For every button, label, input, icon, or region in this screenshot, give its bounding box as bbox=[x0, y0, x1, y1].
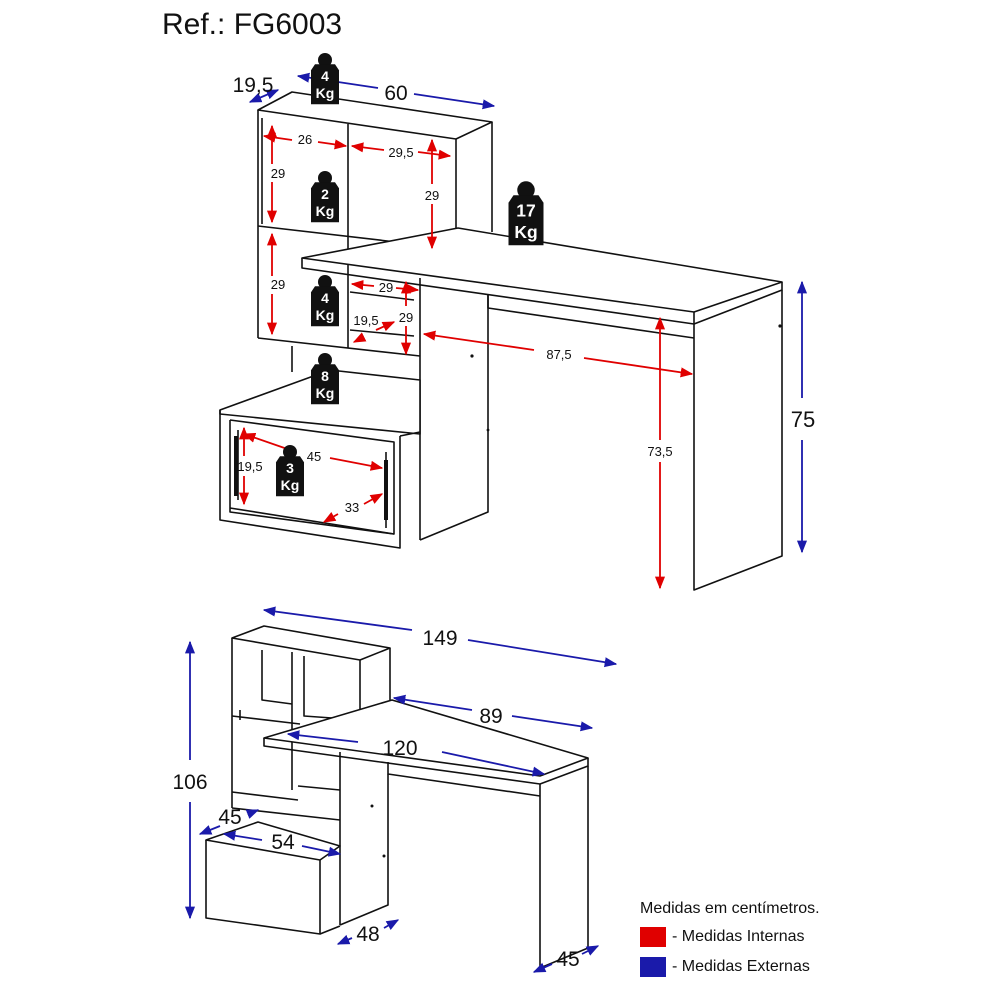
weight-value: 17 bbox=[516, 201, 535, 221]
weight-body-icon bbox=[276, 456, 304, 497]
dim-desk-width: 89 bbox=[479, 705, 502, 728]
weight-icon bbox=[318, 353, 332, 367]
hardware-dots bbox=[234, 324, 782, 520]
weight-unit: Kg bbox=[316, 307, 335, 323]
weight-tag-drawer: 3Kg bbox=[276, 445, 304, 497]
dim-niche-height-left-mid: 29 bbox=[271, 277, 285, 292]
weight-body-icon bbox=[311, 286, 339, 327]
internal-dimension-lines bbox=[238, 124, 694, 590]
legend: Medidas em centímetros. - Medidas Intern… bbox=[640, 900, 820, 982]
dim-niche-width-left: 26 bbox=[298, 132, 312, 147]
legend-label-internal: - Medidas Internas bbox=[672, 928, 805, 945]
weight-unit: Kg bbox=[514, 222, 537, 242]
dim-desk-depth: 45 bbox=[556, 948, 579, 971]
weight-tag-top: 4Kg bbox=[311, 53, 339, 105]
weight-tag-shelf: 2Kg bbox=[311, 171, 339, 223]
legend-row-external: - Medidas Externas bbox=[640, 952, 820, 982]
legend-swatch-internal bbox=[640, 927, 666, 947]
weight-tag-mid: 4Kg bbox=[311, 275, 339, 327]
dim-total-height: 106 bbox=[172, 771, 207, 794]
top-furniture-outline bbox=[219, 91, 783, 591]
dim-niche-height-left-top: 29 bbox=[271, 166, 285, 181]
reference-title: Ref.: FG6003 bbox=[162, 8, 343, 41]
weight-body-icon bbox=[311, 182, 339, 223]
external-dimension-labels-top: 19,5 60 75 bbox=[233, 74, 816, 432]
legend-label-external: - Medidas Externas bbox=[672, 958, 810, 975]
weight-unit: Kg bbox=[281, 477, 300, 493]
dim-total-width: 149 bbox=[422, 627, 457, 650]
weight-icon bbox=[517, 181, 535, 199]
legend-swatch-external bbox=[640, 957, 666, 977]
weight-value: 4 bbox=[321, 68, 329, 84]
weight-body-icon bbox=[508, 195, 544, 246]
dim-drawer-width: 54 bbox=[271, 831, 295, 854]
weight-tag-base: 8Kg bbox=[311, 353, 339, 405]
bottom-furniture-outline bbox=[205, 625, 589, 969]
dim-top-length: 120 bbox=[382, 737, 417, 760]
external-dimension-lines-bottom bbox=[184, 606, 618, 973]
legend-title: Medidas em centímetros. bbox=[640, 900, 820, 917]
dim-hutch-depth: 19,5 bbox=[233, 74, 274, 97]
dim-desk-height: 75 bbox=[791, 407, 815, 432]
weight-unit: Kg bbox=[316, 203, 335, 219]
bottom-hardware-dots bbox=[370, 804, 386, 858]
weight-icon bbox=[318, 275, 332, 289]
external-dimension-labels-bottom: 149 89 120 106 45 54 48 45 bbox=[172, 627, 579, 971]
weight-icon bbox=[283, 445, 297, 459]
weight-value: 4 bbox=[321, 290, 329, 306]
dim-niche-width-right: 29,5 bbox=[388, 145, 413, 160]
weight-unit: Kg bbox=[316, 85, 335, 101]
weight-value: 3 bbox=[286, 460, 294, 476]
weight-body-icon bbox=[311, 64, 339, 105]
dim-drawer-depth-internal: 33 bbox=[345, 500, 359, 515]
dim-niche-height-mid: 29 bbox=[399, 310, 413, 325]
dim-niche-width-mid: 29 bbox=[379, 280, 393, 295]
dim-desk-height-internal: 73,5 bbox=[647, 444, 672, 459]
weight-icon bbox=[318, 53, 332, 67]
weight-value: 2 bbox=[321, 186, 329, 202]
dim-drawer-height-internal: 19,5 bbox=[237, 459, 262, 474]
dim-base-depth: 48 bbox=[356, 923, 379, 946]
weight-value: 8 bbox=[321, 368, 329, 384]
dim-drawer-depth: 45 bbox=[218, 806, 241, 829]
dim-drawer-width-internal: 45 bbox=[307, 449, 321, 464]
weight-body-icon bbox=[311, 364, 339, 405]
dim-niche-height-right-top: 29 bbox=[425, 188, 439, 203]
legend-row-internal: - Medidas Internas bbox=[640, 922, 820, 952]
dim-niche-depth-mid: 19,5 bbox=[353, 313, 378, 328]
dim-hutch-width: 60 bbox=[384, 82, 407, 105]
internal-dimension-labels: 26 29,5 29 29 29 29 29 19,5 87,5 73,5 45… bbox=[237, 132, 672, 515]
weight-icon bbox=[318, 171, 332, 185]
weight-unit: Kg bbox=[316, 385, 335, 401]
dim-desk-width-internal: 87,5 bbox=[546, 347, 571, 362]
